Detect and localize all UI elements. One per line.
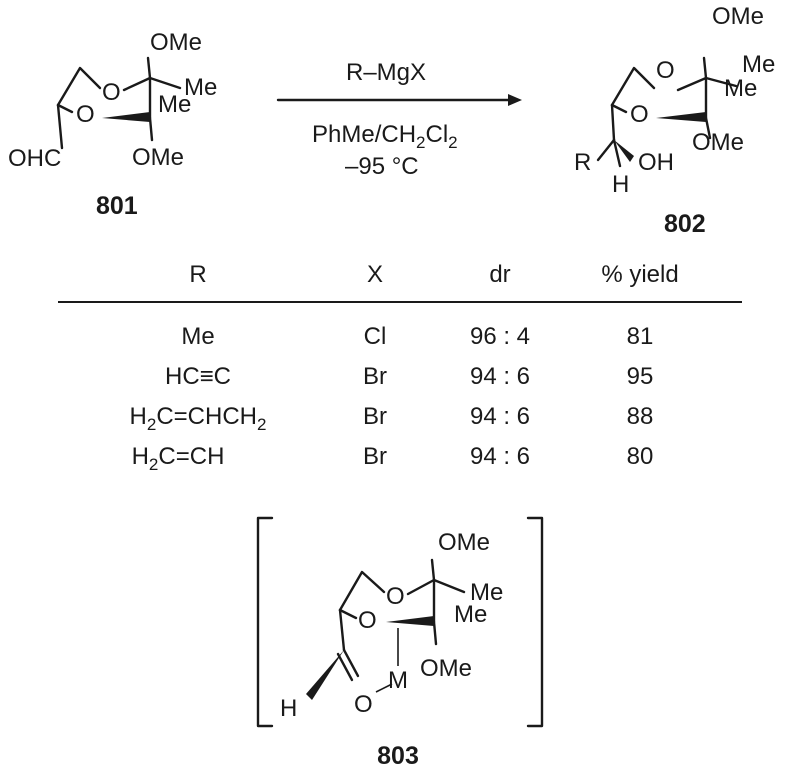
ome-bottom-label: OMe — [420, 655, 472, 682]
reagent-label: R–MgX — [346, 59, 426, 86]
ome-bottom-label: OMe — [132, 144, 184, 171]
bond-to-cho — [56, 103, 64, 150]
temperature-label: –95 °C — [345, 153, 419, 180]
ome-top-label: OMe — [438, 529, 490, 556]
ring-bond-upper — [338, 570, 386, 612]
column-header-r: R — [189, 261, 206, 288]
cell-yield: 88 — [627, 403, 654, 430]
ome-top-label: OMe — [150, 29, 202, 56]
table-row: Me Cl 96 : 4 81 — [181, 323, 653, 350]
metal-label: M — [388, 667, 408, 694]
hydroxyl-label: OH — [638, 149, 674, 176]
bond-to-carbonyl — [338, 608, 346, 652]
hydrogen-label: H — [612, 171, 629, 198]
column-header-dr: dr — [489, 261, 510, 288]
cell-yield: 95 — [627, 363, 654, 390]
carbonyl-bond-2 — [336, 652, 354, 682]
ring-o-upper-label: O — [656, 57, 675, 84]
bond-to-ome-top — [702, 56, 708, 80]
ring-bond-lower — [56, 103, 74, 114]
chelation-line-m — [375, 683, 393, 693]
aldehyde-label: OHC — [8, 145, 61, 172]
cell-dr: 94 : 6 — [470, 403, 530, 430]
bond-to-me — [432, 578, 466, 594]
cell-dr: 94 : 6 — [470, 363, 530, 390]
ring-bond-lower — [338, 608, 358, 620]
bond-to-ome-bottom — [148, 116, 154, 142]
carbonyl-o-label: O — [354, 691, 373, 718]
ring-o-upper-label: O — [386, 583, 405, 610]
me-inner-label: Me — [158, 91, 191, 118]
solvent-label: PhMe/CH2Cl2 — [312, 121, 458, 152]
cell-dr: 94 : 6 — [470, 443, 530, 470]
bond-to-ome-bottom — [432, 620, 438, 646]
ring-bond-lower — [610, 103, 628, 114]
cell-x: Br — [363, 363, 387, 390]
wedge-bond — [656, 112, 706, 122]
compound-number-801: 801 — [96, 192, 138, 220]
reaction-arrow-head — [508, 94, 522, 106]
compound-number-802: 802 — [664, 210, 706, 238]
cell-yield: 80 — [627, 443, 654, 470]
cell-dr: 96 : 4 — [470, 323, 530, 350]
compound-number-803: 803 — [377, 742, 419, 769]
cell-r: H2C=CH — [132, 443, 225, 474]
bond-to-ome-top — [146, 56, 152, 80]
cell-r: H2C=CHCH2 — [130, 403, 267, 434]
ring-bond-upper — [610, 66, 656, 107]
me-right-label: Me — [742, 51, 775, 78]
wedge-to-h — [306, 650, 344, 700]
carbonyl-bond-1 — [342, 648, 360, 678]
ome-bottom-label: OMe — [692, 129, 744, 156]
wedge-bond — [386, 616, 434, 626]
bond-to-h — [612, 138, 622, 168]
me-inner-label: Me — [454, 601, 487, 628]
table-row: H2C=CHCH2 Br 94 : 6 88 — [130, 403, 654, 434]
column-header-x: X — [367, 261, 383, 288]
wedge-bond — [102, 112, 150, 122]
cell-r: Me — [181, 323, 214, 350]
cell-x: Br — [363, 403, 387, 430]
ring-o-lower-label: O — [76, 101, 95, 128]
left-bracket — [256, 516, 274, 728]
compound-803: OMe Me Me OMe O O M O H 803 — [256, 516, 544, 769]
reaction-arrow-group: R–MgX PhMe/CH2Cl2 –95 °C — [276, 59, 522, 180]
table-row: HC≡C Br 94 : 6 95 — [165, 363, 653, 390]
ring-bond-o-c — [406, 578, 436, 596]
bond-to-ome-bottom — [704, 116, 712, 140]
ring-o-upper-label: O — [102, 79, 121, 106]
table-row: H2C=CH Br 94 : 6 80 — [132, 443, 654, 474]
me-right-label: Me — [184, 74, 217, 101]
bond-to-ome-top — [430, 558, 436, 582]
ome-top-label: OMe — [712, 3, 764, 30]
bond-to-r — [596, 138, 616, 162]
me-right-label: Me — [470, 579, 503, 606]
results-table: R X dr % yield Me Cl 96 : 4 81 HC≡C Br 9… — [58, 261, 742, 474]
ring-o-lower-label: O — [358, 607, 377, 634]
ring-bond-o-c — [676, 76, 708, 92]
compound-801: OMe Me Me OMe O O OHC 801 — [8, 29, 217, 220]
me-inner-label: Me — [724, 75, 757, 102]
wedge-to-oh — [614, 140, 634, 162]
cell-yield: 81 — [627, 323, 654, 350]
ring-bond-upper — [56, 66, 102, 107]
ring-bond-o-c — [122, 76, 152, 92]
right-bracket — [526, 516, 544, 728]
hydrogen-label: H — [280, 695, 297, 722]
ring-o-lower-label: O — [630, 101, 649, 128]
cell-x: Cl — [364, 323, 387, 350]
bond-to-me — [704, 76, 738, 88]
column-header-yield: % yield — [601, 261, 678, 288]
compound-802: OMe Me Me OMe O O R OH H 802 — [574, 3, 775, 238]
cell-r: HC≡C — [165, 363, 231, 390]
bond-to-carbinol — [610, 103, 616, 142]
r-group-label: R — [574, 149, 591, 176]
bond-to-me — [148, 76, 182, 90]
cell-x: Br — [363, 443, 387, 470]
